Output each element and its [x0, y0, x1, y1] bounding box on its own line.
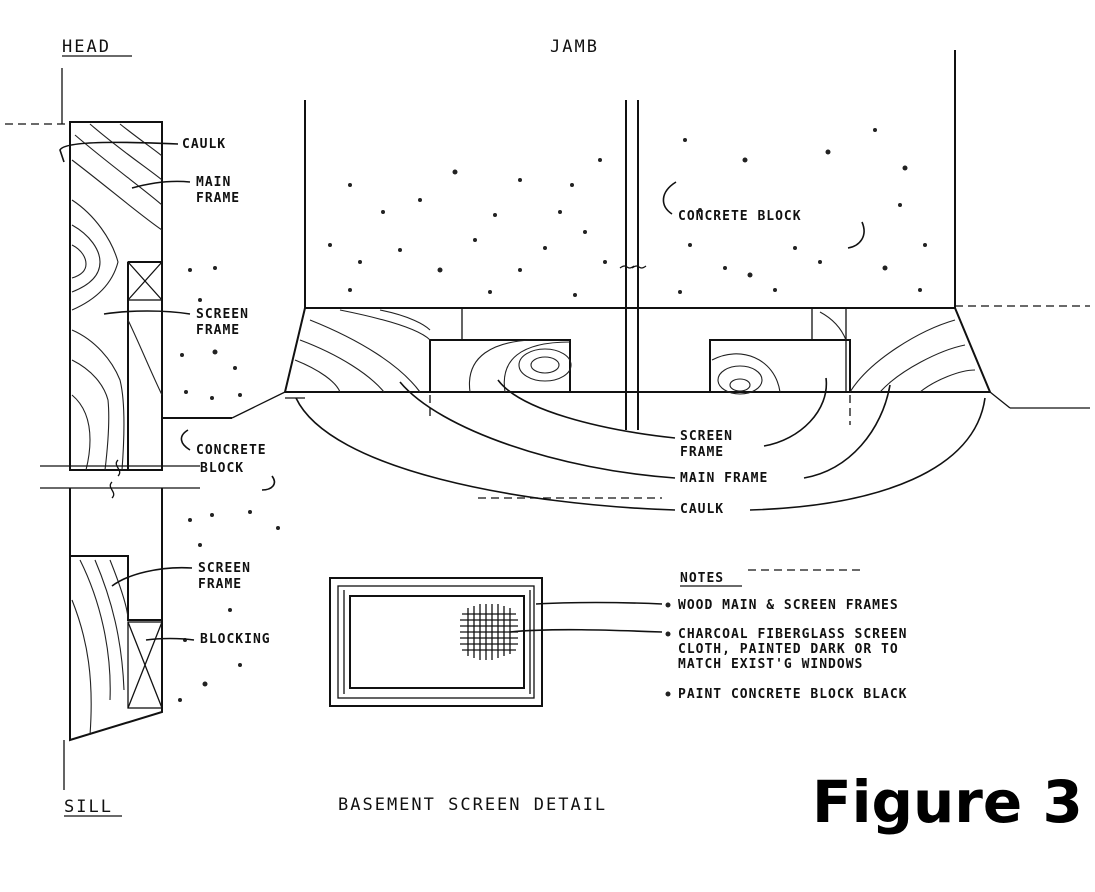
sill-main-frame — [69, 555, 163, 742]
screen-elevation — [329, 577, 543, 707]
jamb-section — [231, 50, 1090, 430]
notes-heading: NOTES — [680, 571, 724, 586]
main-frame-label-line1: MAIN — [196, 175, 231, 190]
notes-block: NOTES WOOD MAIN & SCREEN FRAMES CHARCOAL… — [509, 569, 908, 702]
head-main-frame — [69, 121, 163, 471]
jamb-screen-frame-label-line2: FRAME — [680, 445, 724, 460]
note-2-line3: MATCH EXIST'G WINDOWS — [678, 657, 863, 672]
jamb-main-frame-label: MAIN FRAME — [680, 471, 768, 486]
drawing-title: BASEMENT SCREEN DETAIL — [338, 795, 607, 815]
jamb-screen-frame-right — [709, 339, 851, 393]
note-3-line1: PAINT CONCRETE BLOCK BLACK — [678, 687, 908, 702]
figure-label: Figure 3 — [812, 768, 1083, 836]
note-1-line1: WOOD MAIN & SCREEN FRAMES — [678, 598, 899, 613]
head-labels: CAULK MAIN FRAME SCREEN FRAME CONCRETE B… — [59, 137, 276, 647]
screen-cloth-panel — [349, 595, 525, 689]
head-sill-section — [5, 68, 280, 790]
caulk-label: CAULK — [182, 137, 226, 152]
sill-screen-frame-label-line2: FRAME — [198, 577, 242, 592]
concrete-block-label-line2: BLOCK — [200, 461, 244, 476]
screen-frame-label-line2: FRAME — [196, 323, 240, 338]
jamb-screen-frame-label-line1: SCREEN — [680, 429, 733, 444]
blocking-label: BLOCKING — [200, 632, 271, 647]
jamb-labels: CONCRETE BLOCK SCREEN FRAME MAIN FRAME C… — [295, 181, 986, 517]
sill-screen-frame-label-line1: SCREEN — [198, 561, 251, 576]
jamb-caulk-label: CAULK — [680, 502, 724, 517]
main-frame-label-line2: FRAME — [196, 191, 240, 206]
jamb-screen-frame-left — [429, 339, 571, 393]
head-view-title: HEAD — [62, 37, 111, 57]
screen-frame-label-line1: SCREEN — [196, 307, 249, 322]
screen-mesh-swatch — [460, 604, 518, 660]
concrete-block-label-line1: CONCRETE — [196, 443, 267, 458]
jamb-view-title: JAMB — [550, 37, 599, 57]
jamb-concrete-block-label: CONCRETE BLOCK — [678, 209, 802, 224]
note-2-line1: CHARCOAL FIBERGLASS SCREEN — [678, 627, 908, 642]
note-2-line2: CLOTH, PAINTED DARK OR TO — [678, 642, 899, 657]
view-titles: HEAD JAMB SILL — [62, 37, 599, 817]
sill-view-title: SILL — [64, 797, 113, 817]
sill-blocking — [127, 621, 163, 709]
